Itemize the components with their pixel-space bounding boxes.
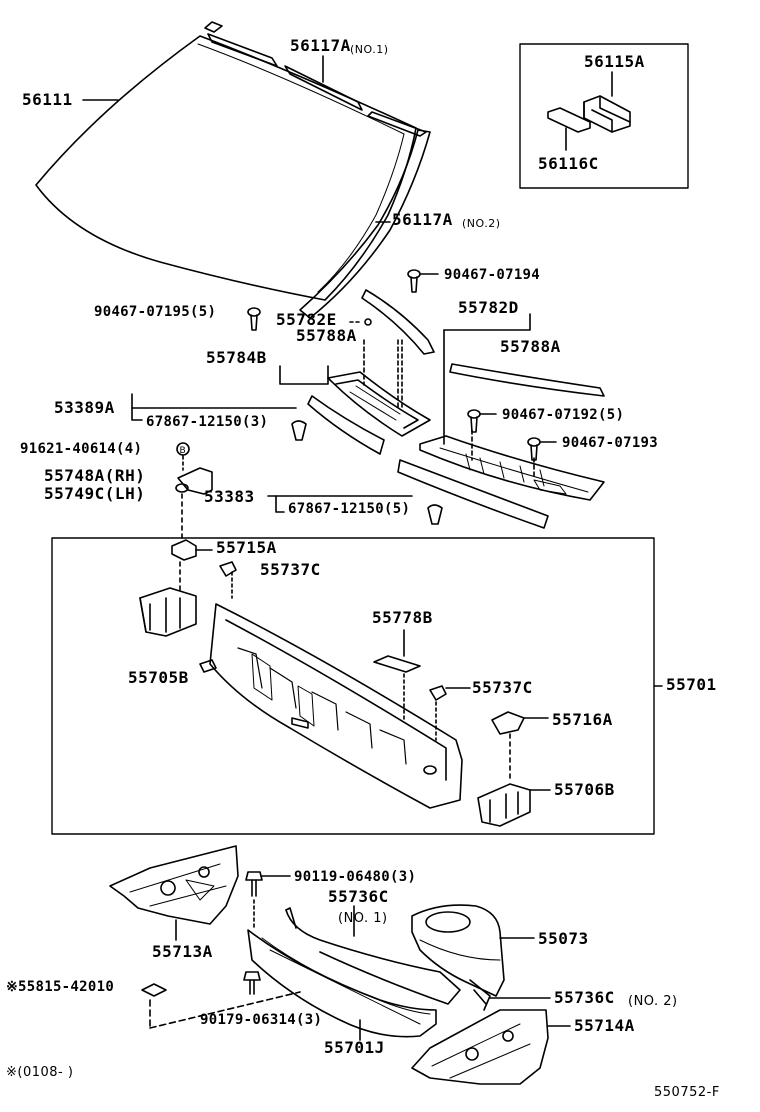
panel-55713a: [109, 845, 239, 925]
label-90467-07193: 90467-07193: [562, 435, 659, 451]
label-55778b: 55778B: [372, 608, 433, 627]
clip-67867-right: [427, 504, 443, 525]
label-55782d: 55782D: [458, 298, 519, 317]
label-53389a: 53389A: [54, 398, 115, 417]
label-56111: 56111: [22, 90, 73, 109]
note-56117a-no1: (NO.1): [350, 43, 389, 56]
bolt-90179-06314: [243, 971, 261, 995]
clip-55715a: [171, 539, 197, 561]
label-90467-07194: 90467-07194: [444, 267, 541, 283]
clip-90467-07194: [407, 269, 421, 293]
label-55788a-right: 55788A: [500, 337, 561, 356]
label-55748a: 55748A(RH): [44, 466, 146, 485]
label-55737c-top: 55737C: [260, 560, 321, 579]
diagram-id: 550752-F: [654, 1085, 720, 1100]
clip-90467-07193: [527, 437, 541, 461]
panel-55714a: [411, 1009, 549, 1085]
label-55714a: 55714A: [574, 1016, 635, 1035]
label-55716a: 55716A: [552, 710, 613, 729]
label-55701: 55701: [666, 675, 717, 694]
note-55736c-no2: (NO. 2): [628, 994, 678, 1009]
clip-90467-07195: [247, 307, 261, 331]
label-55073: 55073: [538, 929, 589, 948]
cowl-panel-55701: [199, 603, 463, 809]
label-90467-07192: 90467-07192(5): [502, 407, 625, 423]
label-56117a-no1: 56117A: [290, 36, 351, 55]
label-56115a: 56115A: [584, 52, 645, 71]
inset-frame: [519, 43, 689, 189]
seal-55782e: [361, 289, 435, 355]
clip-67867-left: [291, 420, 307, 441]
tray-55701j: [247, 929, 437, 1038]
seal-55736c-no2: [469, 979, 491, 1011]
bracket-55705b: [139, 587, 197, 637]
label-90467-07195: 90467-07195(5): [94, 304, 217, 320]
label-55715a: 55715A: [216, 538, 277, 557]
label-91621-40614: 91621-40614(4): [20, 441, 143, 457]
windshield-glass: [35, 35, 431, 319]
bracket-53389a: [131, 393, 297, 409]
callout-b-marker: [176, 442, 190, 456]
label-55749c: 55749C(LH): [44, 484, 146, 503]
label-55782e: 55782E: [276, 310, 337, 329]
note-56117a-no2: (NO.2): [462, 217, 501, 230]
spacer-56116c: [547, 107, 591, 133]
clip-55737c-mid: [429, 685, 447, 701]
label-55815-42010: ※55815-42010: [6, 979, 115, 995]
cowl-panel-right: [419, 435, 605, 501]
cowl-panel-left: [327, 371, 431, 437]
clip-56115a: [583, 95, 631, 133]
seal-right: [397, 459, 549, 529]
pad-55815: [141, 983, 167, 997]
note-55736c-no1: (NO. 1): [338, 911, 388, 926]
bolt-90119-06480: [245, 871, 263, 897]
clip-55737c-top: [219, 561, 237, 577]
bracket-55748a: [175, 467, 213, 495]
label-90179-06314: 90179-06314(3): [200, 1012, 323, 1028]
label-55737c-mid: 55737C: [472, 678, 533, 697]
label-90119-06480: 90119-06480(3): [294, 869, 417, 885]
bracket-55706b: [477, 783, 531, 827]
label-55706b: 55706B: [554, 780, 615, 799]
label-56117a-no2: 56117A: [392, 210, 453, 229]
cowl-box-55073: [411, 904, 505, 997]
plate-55778b: [373, 655, 421, 673]
label-55705b: 55705B: [128, 668, 189, 687]
bracket-55784b: [279, 365, 329, 385]
label-55736c-no1: 55736C: [328, 887, 389, 906]
label-67867-12150-5: 67867-12150(5): [288, 501, 411, 517]
label-55713a: 55713A: [152, 942, 213, 961]
weatherstrip-55788a: [449, 363, 605, 397]
bracket-55716a: [491, 711, 525, 735]
label-55788a-left: 55788A: [296, 326, 357, 345]
label-55736c-no2: 55736C: [554, 988, 615, 1007]
label-67867-12150-3: 67867-12150(3): [146, 414, 269, 430]
callout-b-text: B: [180, 446, 186, 456]
label-55701j: 55701J: [324, 1038, 385, 1057]
molding-strips-no1: [204, 21, 427, 137]
seal-55736c-no1: [285, 909, 461, 1005]
label-56116c: 56116C: [538, 154, 599, 173]
seal-left-55784b: [307, 395, 385, 455]
clip-90467-07192: [467, 409, 481, 433]
footnote-date-range: ※(0108- ): [6, 1065, 74, 1080]
label-53383: 53383: [204, 487, 255, 506]
label-55784b: 55784B: [206, 348, 267, 367]
